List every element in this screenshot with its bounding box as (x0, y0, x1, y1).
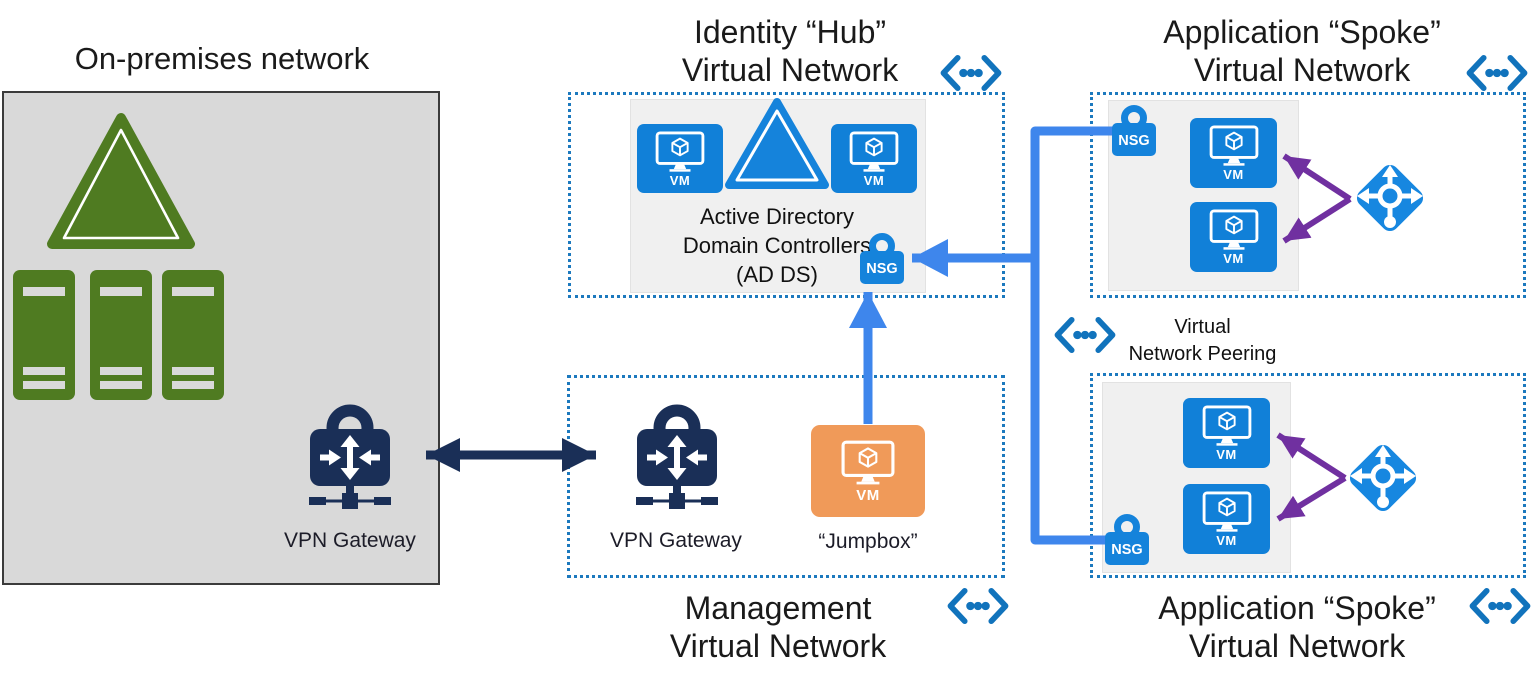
management-title: Management Virtual Network (568, 589, 988, 665)
hub-vm2-icon: VM (831, 124, 917, 193)
nsg-label: NSG (866, 261, 897, 277)
vm-label: VM (1223, 251, 1244, 266)
peering-vnet-icon (1051, 316, 1119, 354)
vm-monitor-cube-icon (1209, 125, 1258, 166)
spoke-top-load-balancer-icon (1348, 156, 1432, 240)
nsg-label: NSG (1118, 133, 1149, 149)
hub-nsg-icon: NSG (858, 231, 906, 286)
spoke-bottom-title-line1: Application “Spoke” (1158, 590, 1436, 626)
management-vnet-icon (944, 587, 1012, 625)
hub-title-line1: Identity “Hub” (693, 14, 887, 50)
vm-label: VM (863, 173, 885, 188)
forest-triangle-icon (45, 111, 197, 251)
adds-caption-line3: (AD DS) (736, 262, 818, 287)
vm-label: VM (1216, 533, 1237, 548)
onprem-title: On-premises network (74, 41, 370, 76)
vm-monitor-cube-icon (1209, 209, 1258, 250)
hub-title-line2: Virtual Network (681, 52, 899, 88)
spoke-top-vm1-icon: VM (1190, 118, 1277, 188)
adds-caption-line1: Active Directory (699, 204, 855, 229)
onprem-vpn-gateway-label: VPN Gateway (284, 529, 416, 552)
lb-top-arrow-vm2 (1282, 196, 1352, 244)
adds-caption: Active Directory Domain Controllers (AD … (630, 202, 924, 289)
spoke-top-vnet-box (1090, 92, 1526, 298)
nsg-label: NSG (1111, 542, 1142, 558)
spoke-bottom-load-balancer-icon (1341, 436, 1425, 520)
vm-monitor-cube-icon (849, 131, 899, 172)
vm-label: VM (669, 173, 691, 188)
server-rack-icon (13, 270, 75, 400)
spoke-top-vm2-icon: VM (1190, 202, 1277, 272)
spoke-bottom-title-line2: Virtual Network (1188, 628, 1406, 664)
lb-top-arrow-vm1 (1282, 153, 1352, 202)
management-vpn-gateway-icon (636, 397, 718, 517)
management-vpn-gateway-label: VPN Gateway (610, 529, 742, 552)
spoke-bottom-vnet-box (1090, 373, 1526, 578)
spoke-top-title-line2: Virtual Network (1193, 52, 1411, 88)
vm-label: VM (856, 487, 880, 504)
hub-vm1-icon: VM (637, 124, 723, 193)
spoke-bottom-vm1-icon: VM (1183, 398, 1270, 468)
vm-monitor-cube-icon (1202, 491, 1251, 532)
vm-label: VM (1216, 447, 1237, 462)
spoke-top-title: Application “Spoke” Virtual Network (1090, 13, 1514, 89)
spoke-bottom-vnet-icon (1466, 587, 1534, 625)
management-title-line2: Virtual Network (669, 628, 887, 664)
spoke-bottom-nsg-icon: NSG (1103, 512, 1151, 567)
server-rack-icon (90, 270, 152, 400)
hub-vnet-icon (937, 54, 1005, 92)
vm-label: VM (1223, 167, 1244, 182)
adds-caption-line2: Domain Controllers (682, 233, 872, 258)
jumpbox-label: “Jumpbox” (818, 530, 918, 553)
management-vnet-box (567, 375, 1005, 578)
server-rack-icon (162, 270, 224, 400)
spoke-bottom-title: Application “Spoke” Virtual Network (1085, 589, 1509, 665)
spoke-bottom-vm2-icon: VM (1183, 484, 1270, 554)
vm-monitor-cube-icon (1202, 405, 1251, 446)
vm-monitor-cube-icon (841, 440, 895, 485)
management-title-line1: Management (684, 590, 872, 626)
hub-title: Identity “Hub” Virtual Network (580, 13, 1000, 89)
hub-vnet-box (568, 92, 1005, 298)
peering-trunk-line (1030, 126, 1113, 545)
adds-triangle-icon (723, 96, 831, 191)
spoke-top-vnet-icon (1463, 54, 1531, 92)
lb-bottom-arrow-vm1 (1276, 432, 1347, 481)
spoke-top-nsg-icon: NSG (1110, 103, 1158, 158)
peering-label-line1: Virtual (1174, 316, 1231, 338)
onprem-vpn-gateway-icon (309, 397, 391, 517)
peering-label-line2: Network Peering (1128, 343, 1277, 365)
spoke-top-title-line1: Application “Spoke” (1163, 14, 1441, 50)
lb-bottom-arrow-vm2 (1276, 475, 1347, 522)
vm-monitor-cube-icon (655, 131, 705, 172)
jumpbox-vm-icon: VM (811, 425, 925, 517)
peering-label: Virtual Network Peering (1095, 314, 1310, 368)
